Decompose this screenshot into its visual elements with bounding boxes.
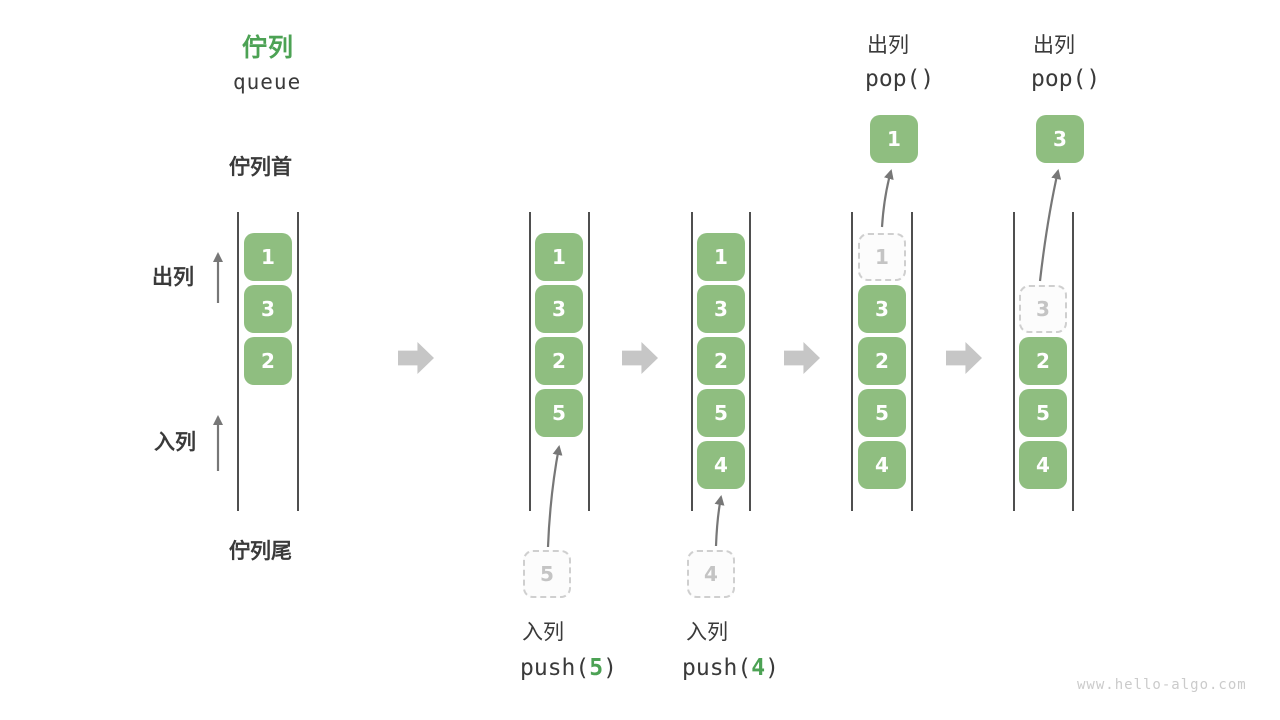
op-label-dequeue: 出列 <box>1033 33 1075 57</box>
queue-cell: 4 <box>1019 441 1067 489</box>
queue-cell: 5 <box>697 389 745 437</box>
call-arg: 5 <box>589 655 604 681</box>
queue-cell: 4 <box>697 441 745 489</box>
queue-wall <box>851 212 853 511</box>
queue-wall <box>749 212 751 511</box>
queue-cell: 1 <box>244 233 292 281</box>
queue-wall <box>529 212 531 511</box>
push-5-arrow <box>546 445 563 548</box>
next-state-arrow-icon <box>398 342 434 374</box>
label-queue-rear: 佇列尾 <box>229 539 292 563</box>
queue-cell: 1 <box>535 233 583 281</box>
op-label-enqueue: 入列 <box>686 620 728 644</box>
queue-cell: 5 <box>1019 389 1067 437</box>
queue-cell: 3 <box>697 285 745 333</box>
removed-ghost-cell: 3 <box>1019 285 1067 333</box>
queue-cell: 2 <box>697 337 745 385</box>
call-close: ) <box>603 655 617 681</box>
op-call-push4: push(4) <box>682 655 779 681</box>
queue-cell: 2 <box>1019 337 1067 385</box>
push-4-arrow <box>714 495 725 547</box>
queue-cell: 5 <box>535 389 583 437</box>
queue-wall <box>691 212 693 511</box>
next-state-arrow-icon <box>784 342 820 374</box>
call-close: ) <box>765 655 779 681</box>
diagram-title-zh: 佇列 <box>242 33 295 62</box>
queue-wall <box>297 212 299 511</box>
queue-cell: 2 <box>858 337 906 385</box>
pop-1-arrow <box>880 169 894 228</box>
queue-cell: 2 <box>244 337 292 385</box>
label-dequeue-side: 出列 <box>152 265 194 289</box>
incoming-ghost-cell: 5 <box>523 550 571 598</box>
queue-cell: 3 <box>535 285 583 333</box>
label-queue-front: 佇列首 <box>229 155 292 179</box>
queue-cell: 3 <box>244 285 292 333</box>
op-call-push5: push(5) <box>520 655 617 681</box>
queue-wall <box>588 212 590 511</box>
op-call-pop3: pop() <box>1031 66 1101 92</box>
queue-cell: 2 <box>535 337 583 385</box>
next-state-arrow-icon <box>946 342 982 374</box>
diagram-title-en: queue <box>233 70 302 94</box>
op-label-dequeue: 出列 <box>867 33 909 57</box>
queue-cell: 3 <box>858 285 906 333</box>
queue-wall <box>1072 212 1074 511</box>
removed-ghost-cell: 1 <box>858 233 906 281</box>
queue-cell: 5 <box>858 389 906 437</box>
queue-wall <box>237 212 239 511</box>
next-state-arrow-icon <box>622 342 658 374</box>
call-open: push( <box>520 655 590 681</box>
label-enqueue-side: 入列 <box>154 430 196 454</box>
queue-wall <box>1013 212 1015 511</box>
queue-cell: 4 <box>858 441 906 489</box>
op-label-enqueue: 入列 <box>522 620 564 644</box>
call-open: push( <box>682 655 752 681</box>
incoming-ghost-cell: 4 <box>687 550 735 598</box>
pop-3-arrow <box>1038 169 1062 282</box>
site-watermark: www.hello-algo.com <box>1077 677 1247 693</box>
call-arg: 4 <box>751 655 766 681</box>
queue-cell: 1 <box>697 233 745 281</box>
popped-cell: 3 <box>1036 115 1084 163</box>
queue-wall <box>911 212 913 511</box>
op-call-pop1: pop() <box>865 66 935 92</box>
popped-cell: 1 <box>870 115 918 163</box>
